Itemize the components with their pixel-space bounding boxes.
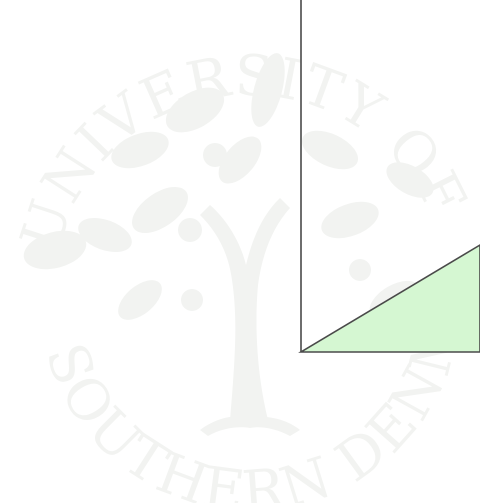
geometric-figure — [298, 0, 480, 353]
green-triangle — [298, 244, 480, 353]
